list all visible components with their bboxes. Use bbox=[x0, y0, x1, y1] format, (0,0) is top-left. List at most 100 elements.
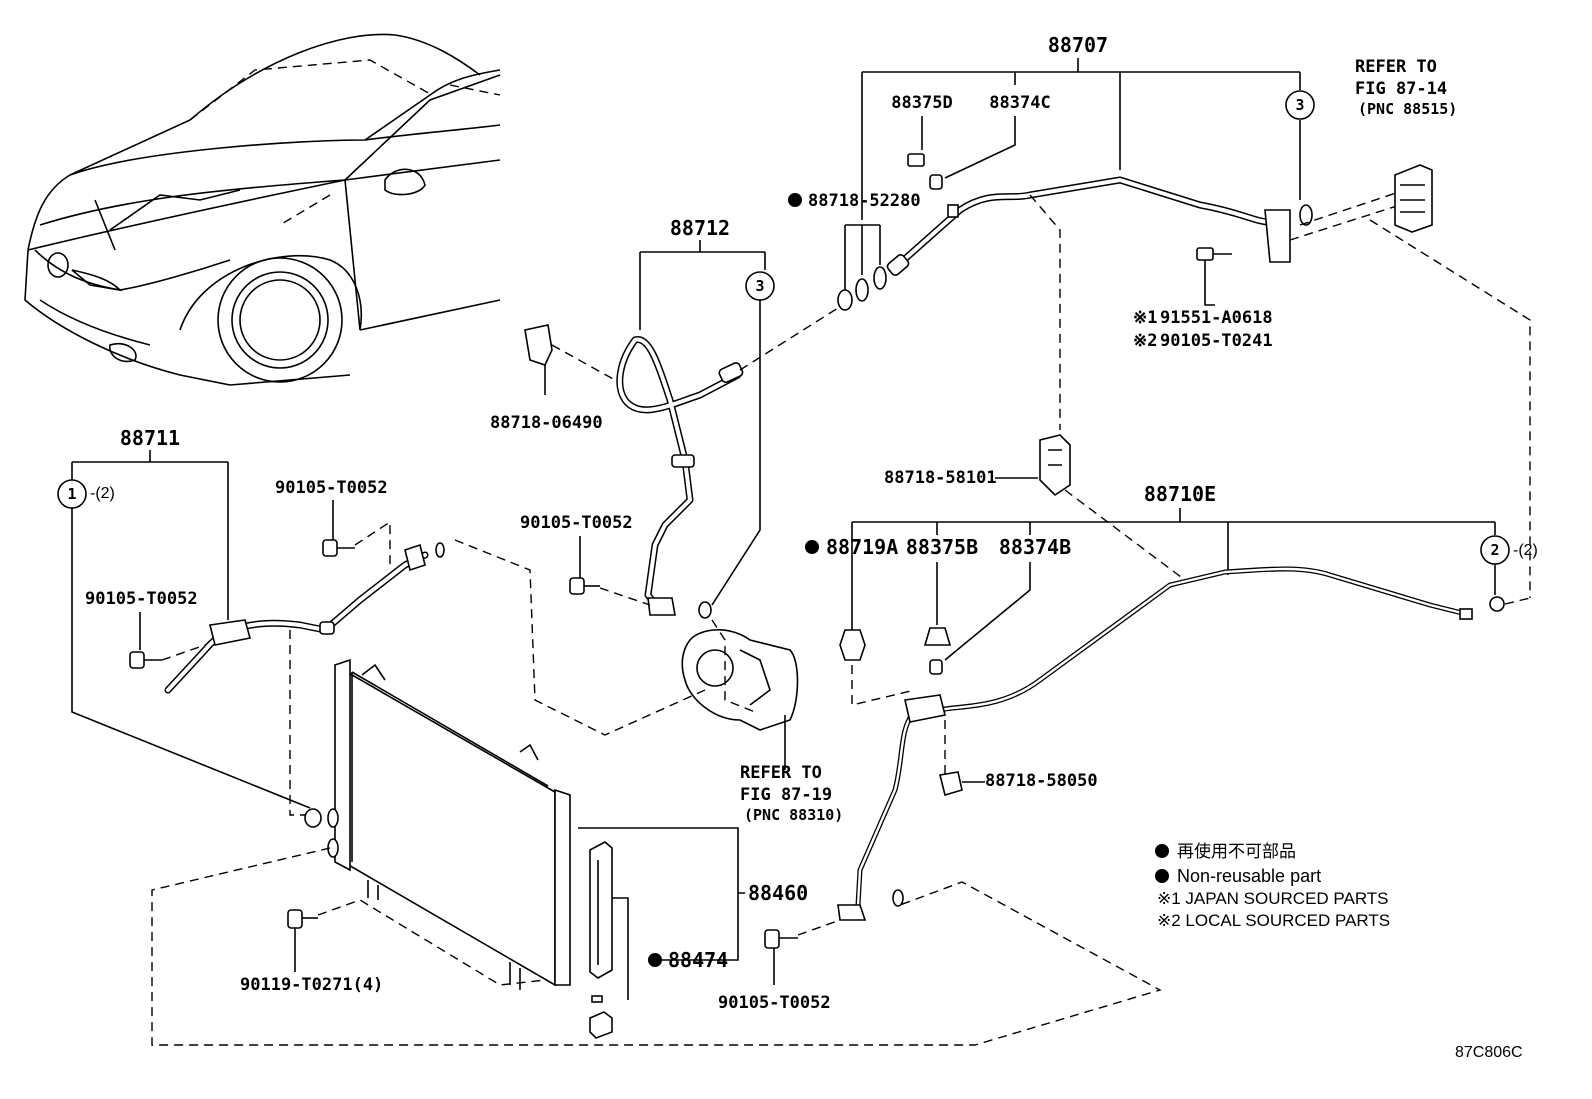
clamp-88718-06490 bbox=[524, 324, 553, 366]
pipe-fitting-88710e bbox=[837, 904, 867, 921]
drier-element bbox=[589, 841, 613, 979]
part-label-90105-t0052-mid: 90105-T0052 bbox=[520, 513, 633, 533]
callout-circle-1-label: 1 bbox=[67, 485, 76, 503]
part-label-90105-t0052-left: 90105-T0052 bbox=[85, 589, 198, 609]
part-label-88718-06490: 88718-06490 bbox=[490, 413, 603, 433]
hose-fitting-88712 bbox=[718, 362, 744, 384]
o-ring-88711 bbox=[304, 808, 322, 828]
bolt-90105-low bbox=[764, 929, 780, 949]
non-reusable-mark-88719a bbox=[805, 540, 819, 554]
service-block-88710e bbox=[904, 694, 946, 723]
non-reusable-mark bbox=[788, 193, 802, 207]
bolt-90105-top bbox=[322, 539, 338, 557]
flange-88707 bbox=[1264, 209, 1291, 263]
seal-ring-c bbox=[873, 266, 887, 290]
valve-core-88374c bbox=[929, 174, 943, 190]
part-label-88460: 88460 bbox=[748, 881, 808, 905]
o-ring-88711-end bbox=[435, 542, 445, 558]
callout-circle-3-top-label: 3 bbox=[1295, 96, 1304, 114]
part-label-88718-58101: 88718-58101 bbox=[884, 468, 997, 488]
part-label-91551-a0618: 91551-A0618 bbox=[1160, 308, 1273, 328]
hose-crimp-88712 bbox=[671, 454, 695, 468]
bolt-90105-left bbox=[129, 651, 145, 669]
drier-88460-group: 88460 88474 bbox=[578, 827, 808, 1039]
figure-code: 87C806C bbox=[1455, 1044, 1523, 1061]
mark-local-sourced-2: ※2 bbox=[1133, 331, 1157, 351]
callout-circle-3-top bbox=[1285, 90, 1315, 120]
mark-japan-sourced-1: ※1 bbox=[1133, 308, 1157, 328]
expansion-valve-icon bbox=[1394, 164, 1433, 233]
legend-non-reusable-en: Non-reusable part bbox=[1177, 866, 1321, 886]
part-label-88707: 88707 bbox=[1048, 33, 1108, 57]
service-port-88707 bbox=[947, 204, 959, 218]
o-ring-88707 bbox=[1299, 204, 1313, 226]
vehicle-illustration bbox=[24, 33, 501, 386]
condenser-group: 90119-T0271(4) bbox=[151, 658, 1162, 1046]
legend-bullet-jp bbox=[1155, 844, 1169, 858]
part-label-90119-t0271: 90119-T0271(4) bbox=[240, 975, 383, 995]
clamp-88718-58050 bbox=[939, 771, 963, 797]
reference-label-2: REFER TO bbox=[740, 763, 822, 783]
part-label-88374b: 88374B bbox=[999, 535, 1071, 559]
legend-local-sourced: ※2 LOCAL SOURCED PARTS bbox=[1157, 911, 1390, 930]
legend-bullet-en bbox=[1155, 869, 1169, 883]
reference-pnc-2: (PNC 88310) bbox=[744, 806, 843, 824]
reference-fig-1: FIG 87-14 bbox=[1355, 79, 1447, 99]
sensor-88719a bbox=[839, 629, 866, 661]
callout-circle-2-label: 2 bbox=[1490, 541, 1499, 559]
pipe-flange-88711 bbox=[404, 543, 426, 572]
condenser-tank-right bbox=[554, 788, 571, 986]
non-reusable-mark-88474 bbox=[648, 953, 662, 967]
part-label-88710e: 88710E bbox=[1144, 482, 1216, 506]
pipe-88707-group: 88707 88375D 88374C 3 88718-52280 bbox=[788, 33, 1406, 430]
legend-japan-sourced: ※1 JAPAN SOURCED PARTS bbox=[1157, 889, 1389, 908]
legend: 再使用不可部品 Non-reusable part ※1 JAPAN SOURC… bbox=[1155, 841, 1390, 930]
pipe-joint-88711 bbox=[319, 621, 335, 635]
part-label-90105-t0241: 90105-T0241 bbox=[1160, 331, 1273, 351]
callout-circle-1-qty: -(2) bbox=[90, 485, 115, 502]
compressor-icon bbox=[681, 629, 799, 731]
part-label-88375d: 88375D bbox=[891, 93, 952, 113]
part-label-90105-t0052-top: 90105-T0052 bbox=[275, 478, 388, 498]
condenser-inlet bbox=[327, 808, 339, 828]
pipe-88711-group: 88711 1 -(2) 90105-T0052 90105-T0052 bbox=[57, 426, 706, 828]
reference-fig-2: FIG 87-19 bbox=[740, 785, 832, 805]
o-ring-88712 bbox=[698, 601, 712, 619]
callout-circle-2-qty: -(2) bbox=[1513, 542, 1538, 559]
condenser-tank-left bbox=[334, 658, 351, 872]
pipe-end-88710e bbox=[1459, 608, 1473, 620]
part-label-88712: 88712 bbox=[670, 216, 730, 240]
o-ring-88710e-low bbox=[892, 889, 904, 907]
bolt-90105-mid bbox=[569, 577, 585, 595]
reference-fig-87-14[interactable]: REFER TO FIG 87-14 (PNC 88515) bbox=[1355, 57, 1531, 598]
callout-circle-3-mid-label: 3 bbox=[755, 277, 764, 295]
part-label-88375b: 88375B bbox=[906, 535, 978, 559]
bracket-88711 bbox=[209, 619, 252, 646]
seal-ring-b bbox=[855, 278, 869, 302]
drier-o-ring bbox=[591, 995, 603, 1003]
part-label-88711: 88711 bbox=[120, 426, 180, 450]
bolt-90119 bbox=[287, 909, 303, 929]
reference-label-1: REFER TO bbox=[1355, 57, 1437, 77]
pipe-88710e-group: 88718-58101 88710E 88719A 88375B 88374B … bbox=[718, 434, 1538, 1013]
o-ring-88710e bbox=[1489, 596, 1505, 612]
cap-88375d bbox=[907, 153, 925, 167]
compressor-group[interactable]: REFER TO FIG 87-19 (PNC 88310) bbox=[681, 619, 843, 824]
part-label-88718-52280: 88718-52280 bbox=[808, 191, 921, 211]
legend-non-reusable-jp: 再使用不可部品 bbox=[1177, 841, 1296, 861]
bolt-91551 bbox=[1196, 247, 1232, 306]
pipe-end-88707 bbox=[886, 254, 910, 276]
drier-plug bbox=[589, 1011, 613, 1039]
cap-88375b bbox=[923, 627, 952, 646]
hose-end-88712 bbox=[647, 597, 676, 616]
condenser-core bbox=[339, 666, 556, 987]
part-label-88719a: 88719A bbox=[826, 535, 898, 559]
valve-core-88374b bbox=[929, 659, 943, 675]
seal-ring-a bbox=[837, 289, 853, 311]
part-label-90105-t0052-low: 90105-T0052 bbox=[718, 993, 831, 1013]
part-label-88474: 88474 bbox=[668, 948, 728, 972]
part-label-88374c: 88374C bbox=[989, 93, 1050, 113]
hose-88712-group: 88712 3 88718-06490 90105-T0052 bbox=[490, 216, 839, 619]
